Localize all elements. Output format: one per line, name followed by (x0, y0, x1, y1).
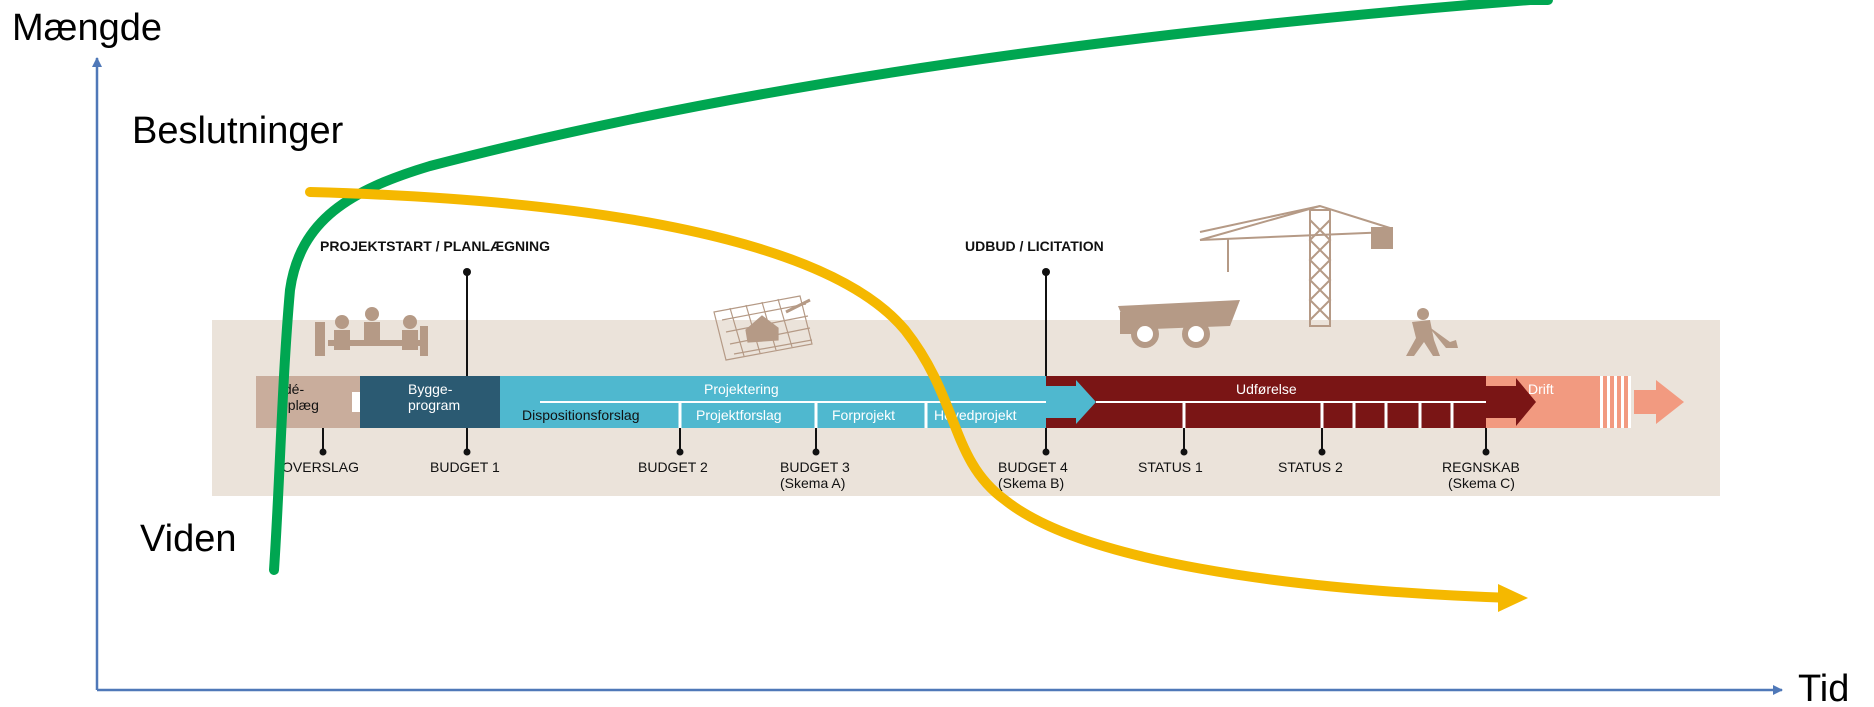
regnskab-label-line2: (Skema C) (1448, 475, 1515, 491)
phase-projektering-label: Projektering (704, 381, 779, 397)
status-label-2: STATUS 2 (1278, 459, 1343, 475)
milestone-projektstart: PROJEKTSTART / PLANLÆGNING (320, 238, 550, 254)
budget-label-overslag: OVERSLAG (282, 459, 359, 475)
milestone-udbud: UDBUD / LICITATION (965, 238, 1104, 254)
budget-label-1: BUDGET 1 (430, 459, 500, 475)
phase-ide (256, 376, 360, 428)
decisions-label: Beslutninger (132, 110, 344, 152)
budget-label-3-line1: BUDGET 3 (780, 459, 850, 475)
subphase-forprojekt: Forprojekt (832, 407, 895, 423)
decisions-arrowhead (1498, 584, 1528, 612)
phase-bygge-label-2: program (408, 397, 460, 413)
budget-ticks (322, 428, 1487, 452)
digging-worker-icon (1406, 308, 1458, 356)
regnskab-label-line1: REGNSKAB (1442, 459, 1520, 475)
phase-drift-label: Drift (1528, 381, 1554, 397)
decisions-curve (305, 187, 1517, 603)
phase-ide-label-2: oplæg (280, 397, 319, 413)
subphase-dispositionsforslag: Dispositionsforslag (522, 407, 640, 423)
budget-labels: OVERSLAG BUDGET 1 BUDGET 2 BUDGET 3 (Ske… (282, 459, 1520, 491)
y-axis-label: Mængde (12, 7, 162, 49)
budget-label-4-line1: BUDGET 4 (998, 459, 1068, 475)
phase-udforelse-label: Udførelse (1236, 381, 1297, 397)
budget-label-2: BUDGET 2 (638, 459, 708, 475)
budget-label-3-line2: (Skema A) (780, 475, 845, 491)
subphase-projektforslag: Projektforslag (696, 407, 782, 423)
dump-truck-icon (1118, 300, 1240, 348)
meeting-people-icon (315, 307, 428, 356)
phase-bar: Idé- oplæg Bygge- program Projektering D… (256, 376, 1684, 428)
x-axis-label: Tid (1798, 668, 1849, 707)
phase-bygge-label-1: Bygge- (408, 381, 453, 397)
knowledge-curve (269, 0, 1553, 575)
tower-crane-icon (1199, 204, 1393, 327)
budget-label-4-line2: (Skema B) (998, 475, 1064, 491)
blueprint-house-icon (713, 295, 813, 361)
status-label-1: STATUS 1 (1138, 459, 1203, 475)
phase-bygge (360, 376, 500, 428)
knowledge-label: Viden (140, 518, 237, 560)
